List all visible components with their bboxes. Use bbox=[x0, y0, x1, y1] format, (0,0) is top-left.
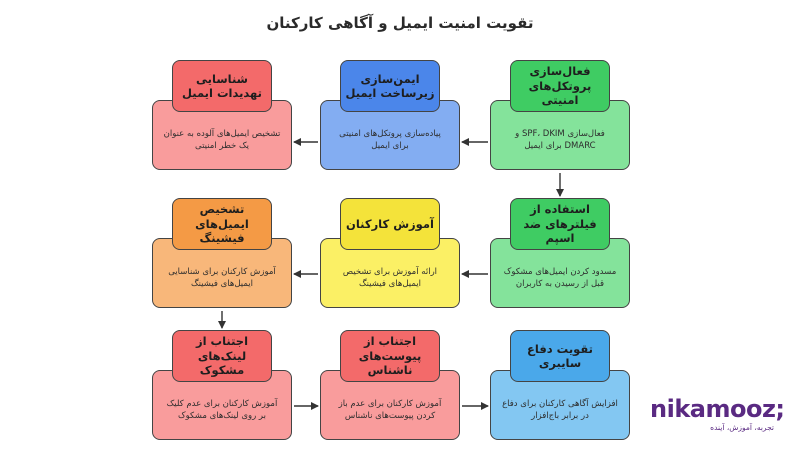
node-description: مسدود کردن ایمیل‌های مشکوک قبل از رسیدن … bbox=[490, 238, 630, 308]
diagram-title: تقویت امنیت ایمیل و آگاهی کارکنان bbox=[266, 14, 534, 32]
nikamooz-logo: nikamooz; تجربه، آموزش، آینده bbox=[650, 395, 785, 432]
node-anti-spam-filters: استفاده از فیلترهای ضد اسپم مسدود کردن ا… bbox=[490, 198, 630, 310]
node-avoid-unknown-attachments: اجتناب از پیوست‌های ناشناس آموزش کارکنان… bbox=[320, 330, 460, 442]
node-title: اجتناب از پیوست‌های ناشناس bbox=[340, 330, 440, 382]
node-title: تقویت دفاع سایبری bbox=[510, 330, 610, 382]
node-title: استفاده از فیلترهای ضد اسپم bbox=[510, 198, 610, 250]
node-avoid-suspicious-links: اجتناب از لینک‌های مشکوک آموزش کارکنان ب… bbox=[152, 330, 292, 442]
node-title: ایمن‌سازی زیرساخت ایمیل bbox=[340, 60, 440, 112]
logo-wordmark: nikamooz; bbox=[650, 395, 785, 423]
node-enable-security-protocols: فعال‌سازی پروتکل‌های امنیتی فعال‌سازی SP… bbox=[490, 60, 630, 172]
logo-tagline: تجربه، آموزش، آینده bbox=[710, 423, 774, 432]
node-description: آموزش کارکنان برای عدم باز کردن پیوست‌ها… bbox=[320, 370, 460, 440]
node-secure-email-infrastructure: ایمن‌سازی زیرساخت ایمیل پیاده‌سازی پروتک… bbox=[320, 60, 460, 172]
node-description: پیاده‌سازی پروتکل‌های امنیتی برای ایمیل bbox=[320, 100, 460, 170]
node-title: آموزش کارکنان bbox=[340, 198, 440, 250]
node-identify-email-threats: شناسایی تهدیدات ایمیل تشخیص ایمیل‌های آل… bbox=[152, 60, 292, 172]
node-train-employees: آموزش کارکنان ارائه آموزش برای تشخیص ایم… bbox=[320, 198, 460, 310]
node-title: اجتناب از لینک‌های مشکوک bbox=[172, 330, 272, 382]
node-detect-phishing: تشخیص ایمیل‌های فیشینگ آموزش کارکنان برا… bbox=[152, 198, 292, 310]
node-title: شناسایی تهدیدات ایمیل bbox=[172, 60, 272, 112]
node-title: فعال‌سازی پروتکل‌های امنیتی bbox=[510, 60, 610, 112]
node-strengthen-cyber-defense: تقویت دفاع سایبری افزایش آگاهی کارکنان ب… bbox=[490, 330, 630, 442]
node-title: تشخیص ایمیل‌های فیشینگ bbox=[172, 198, 272, 250]
node-description: تشخیص ایمیل‌های آلوده به عنوان یک خطر ام… bbox=[152, 100, 292, 170]
